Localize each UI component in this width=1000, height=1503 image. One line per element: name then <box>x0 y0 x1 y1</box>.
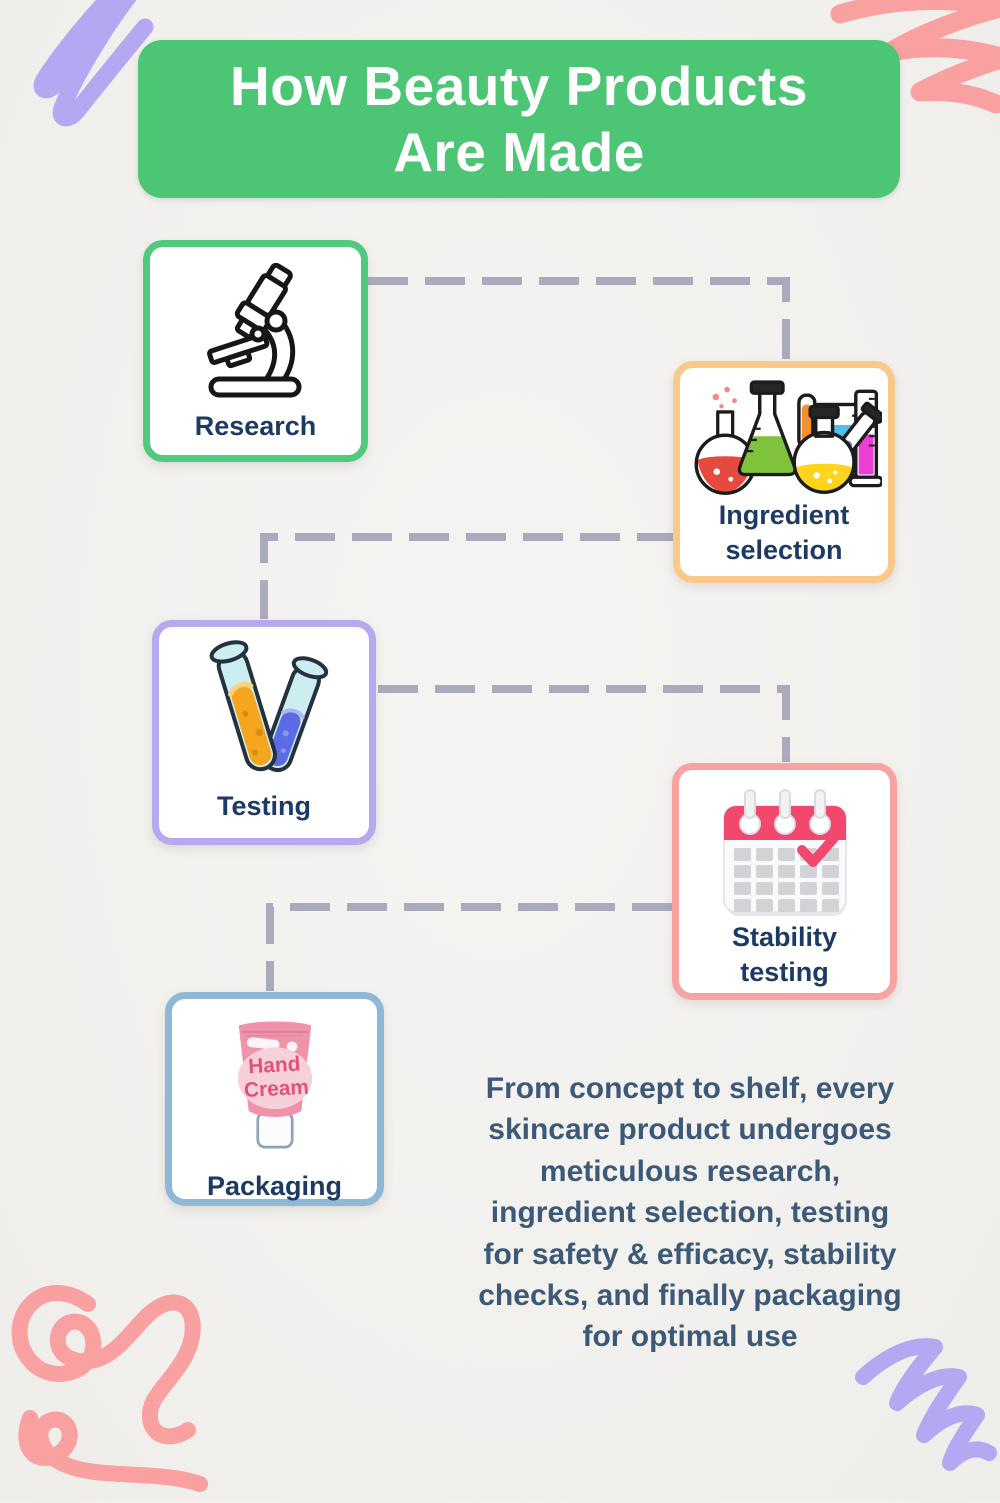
step-card-ingredient-selection: Ingredient selection <box>673 361 895 583</box>
connector-ingredient-to-testing <box>260 533 677 619</box>
step-card-testing: Testing <box>152 620 376 845</box>
step-label-packaging: Packaging <box>206 1171 343 1201</box>
summary-paragraph: From concept to shelf, every skincare pr… <box>478 1072 902 1354</box>
page-title: How Beauty Products Are Made <box>230 55 808 183</box>
test-tubes-icon <box>165 639 363 789</box>
connector-testing-to-stability <box>378 685 790 762</box>
microscope-icon <box>156 259 355 409</box>
title-banner: How Beauty Products Are Made <box>138 40 900 198</box>
step-card-research: Research <box>143 240 368 462</box>
step-label-ingredient-selection: Ingredient selection <box>718 500 850 566</box>
step-card-stability-testing: Stability testing <box>672 763 897 1000</box>
calendar-check-icon <box>685 782 884 920</box>
step-card-packaging: Hand Cream Packaging <box>165 992 384 1206</box>
step-label-stability-testing: Stability testing <box>731 922 838 988</box>
tube-label-line1: Hand <box>247 1053 300 1079</box>
connector-research-to-ingredient <box>368 277 790 360</box>
connector-stability-to-packaging <box>266 903 672 991</box>
step-label-research: Research <box>194 411 317 441</box>
tube-label-line2: Cream <box>243 1076 309 1102</box>
hand-cream-tube-icon: Hand Cream <box>178 1011 371 1169</box>
step-label-testing: Testing <box>217 791 311 821</box>
chemistry-flasks-icon <box>686 380 882 498</box>
